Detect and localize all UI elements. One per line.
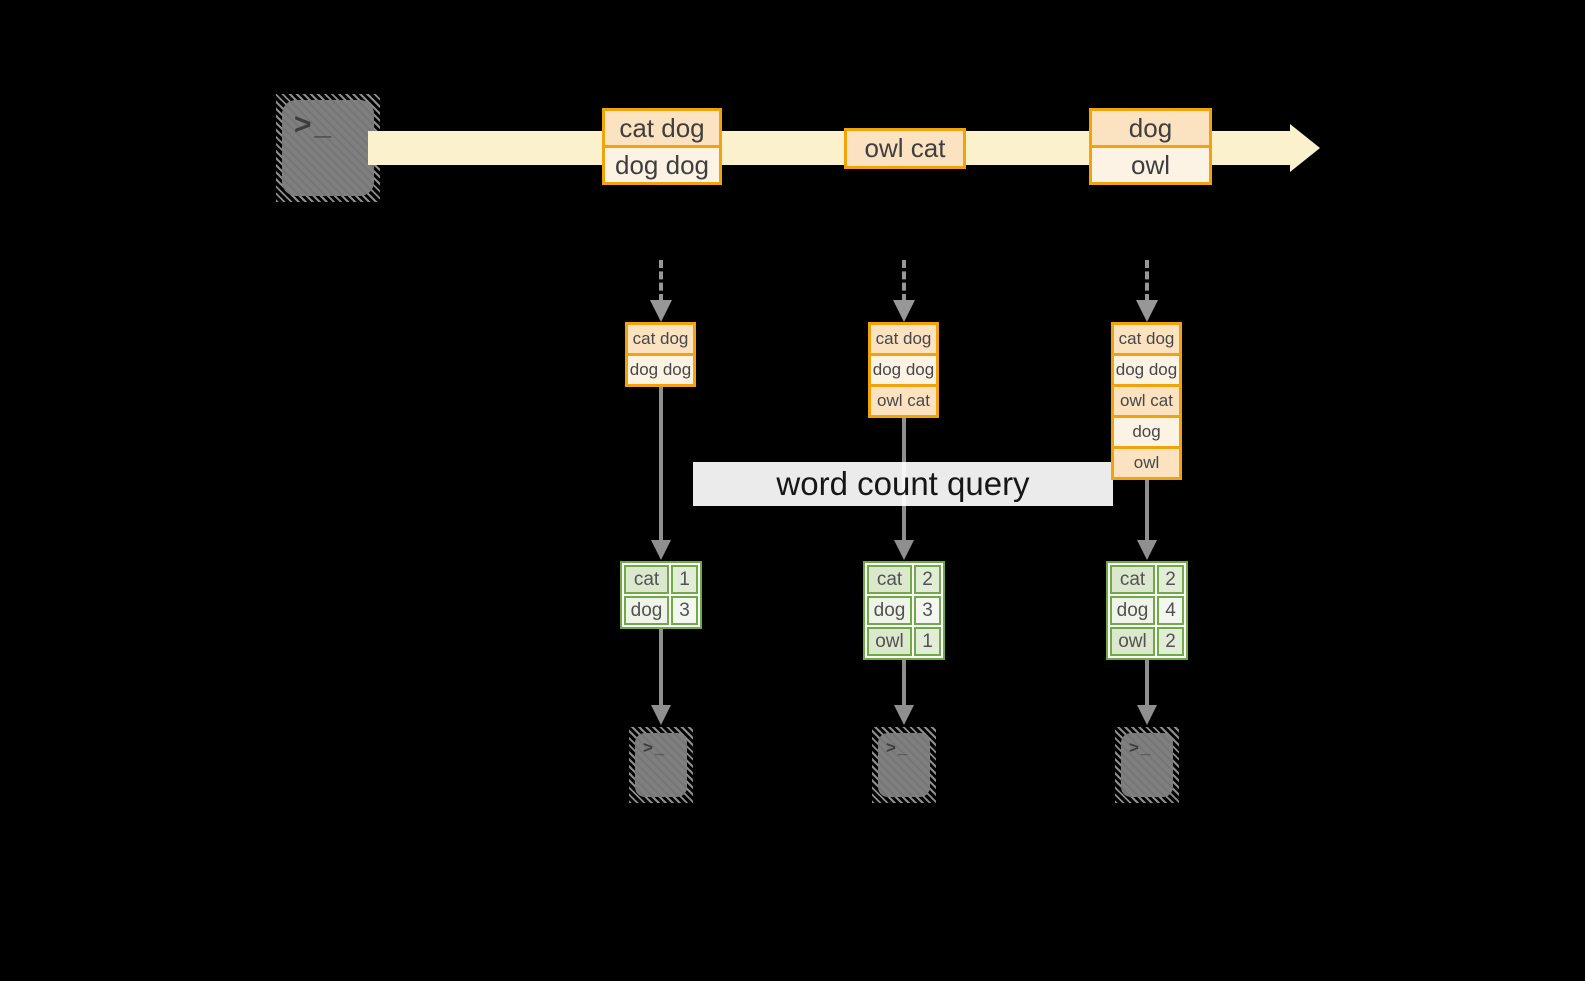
event-line: dog dog [602, 145, 722, 185]
dashed-arrow-line [659, 260, 663, 302]
terminal-prompt-glyph: >_ [294, 108, 335, 141]
batch-item: owl [1111, 446, 1182, 480]
arrow-line [1145, 660, 1149, 707]
arrow-line [902, 660, 906, 707]
word-cell: cat [867, 565, 912, 594]
batch-item: owl cat [868, 384, 939, 418]
count-cell: 1 [914, 627, 941, 656]
word-cell: dog [624, 596, 669, 625]
terminal-prompt-glyph: >_ [886, 738, 910, 757]
dashed-arrow-line [902, 260, 906, 302]
word-cell: dog [1110, 596, 1155, 625]
stream-event-box-3: dog owl [1089, 108, 1212, 185]
stream-arrowhead-icon [1290, 124, 1320, 172]
word-count-table-3: cat 2 dog 4 owl 2 [1106, 561, 1188, 660]
arrow-line [659, 386, 663, 542]
batch-item: dog dog [868, 353, 939, 387]
terminal-screen: >_ [878, 733, 930, 797]
terminal-screen: >_ [1121, 733, 1173, 797]
terminal-prompt-glyph: >_ [1129, 738, 1153, 757]
arrow-line [659, 629, 663, 707]
count-cell: 3 [671, 596, 698, 625]
arrow-head-icon [894, 705, 914, 725]
arrow-head-icon [894, 540, 914, 560]
batch-stack-2: cat dog dog dog owl cat [868, 322, 939, 418]
batch-item: dog [1111, 415, 1182, 449]
arrow-head-icon [651, 705, 671, 725]
arrow-head-icon [1137, 540, 1157, 560]
event-line: cat dog [602, 108, 722, 148]
stream-event-box-1: cat dog dog dog [602, 108, 722, 185]
stream-event-box-2: owl cat [844, 128, 966, 169]
sink-terminal-icon-1: >_ [629, 727, 693, 803]
query-banner: word count query [693, 462, 1113, 506]
word-count-table-2: cat 2 dog 3 owl 1 [863, 561, 945, 660]
batch-stack-1: cat dog dog dog [625, 322, 696, 387]
count-cell: 2 [1157, 565, 1184, 594]
arrow-head-icon [651, 540, 671, 560]
count-cell: 3 [914, 596, 941, 625]
count-cell: 2 [914, 565, 941, 594]
batch-item: owl cat [1111, 384, 1182, 418]
event-line: dog [1089, 108, 1212, 148]
word-cell: dog [867, 596, 912, 625]
source-terminal-icon: >_ [276, 94, 380, 202]
batch-item: dog dog [625, 353, 696, 387]
batch-item: dog dog [1111, 353, 1182, 387]
batch-item: cat dog [625, 322, 696, 356]
terminal-screen: >_ [635, 733, 687, 797]
word-cell: cat [624, 565, 669, 594]
sink-terminal-icon-2: >_ [872, 727, 936, 803]
event-line: owl cat [844, 128, 966, 169]
count-cell: 1 [671, 565, 698, 594]
batch-item: cat dog [1111, 322, 1182, 356]
query-banner-label: word count query [776, 465, 1030, 502]
word-cell: owl [867, 627, 912, 656]
arrow-line [1145, 479, 1149, 542]
sink-terminal-icon-3: >_ [1115, 727, 1179, 803]
batch-item: cat dog [868, 322, 939, 356]
dashed-arrow-head-icon [893, 300, 915, 322]
count-cell: 2 [1157, 627, 1184, 656]
terminal-screen: >_ [282, 100, 374, 196]
word-count-table-1: cat 1 dog 3 [620, 561, 702, 629]
dashed-arrow-head-icon [1136, 300, 1158, 322]
dashed-arrow-line [1145, 260, 1149, 302]
count-cell: 4 [1157, 596, 1184, 625]
word-cell: cat [1110, 565, 1155, 594]
arrow-head-icon [1137, 705, 1157, 725]
word-cell: owl [1110, 627, 1155, 656]
dashed-arrow-head-icon [650, 300, 672, 322]
terminal-prompt-glyph: >_ [643, 738, 667, 757]
batch-stack-3: cat dog dog dog owl cat dog owl [1111, 322, 1182, 480]
event-line: owl [1089, 145, 1212, 185]
